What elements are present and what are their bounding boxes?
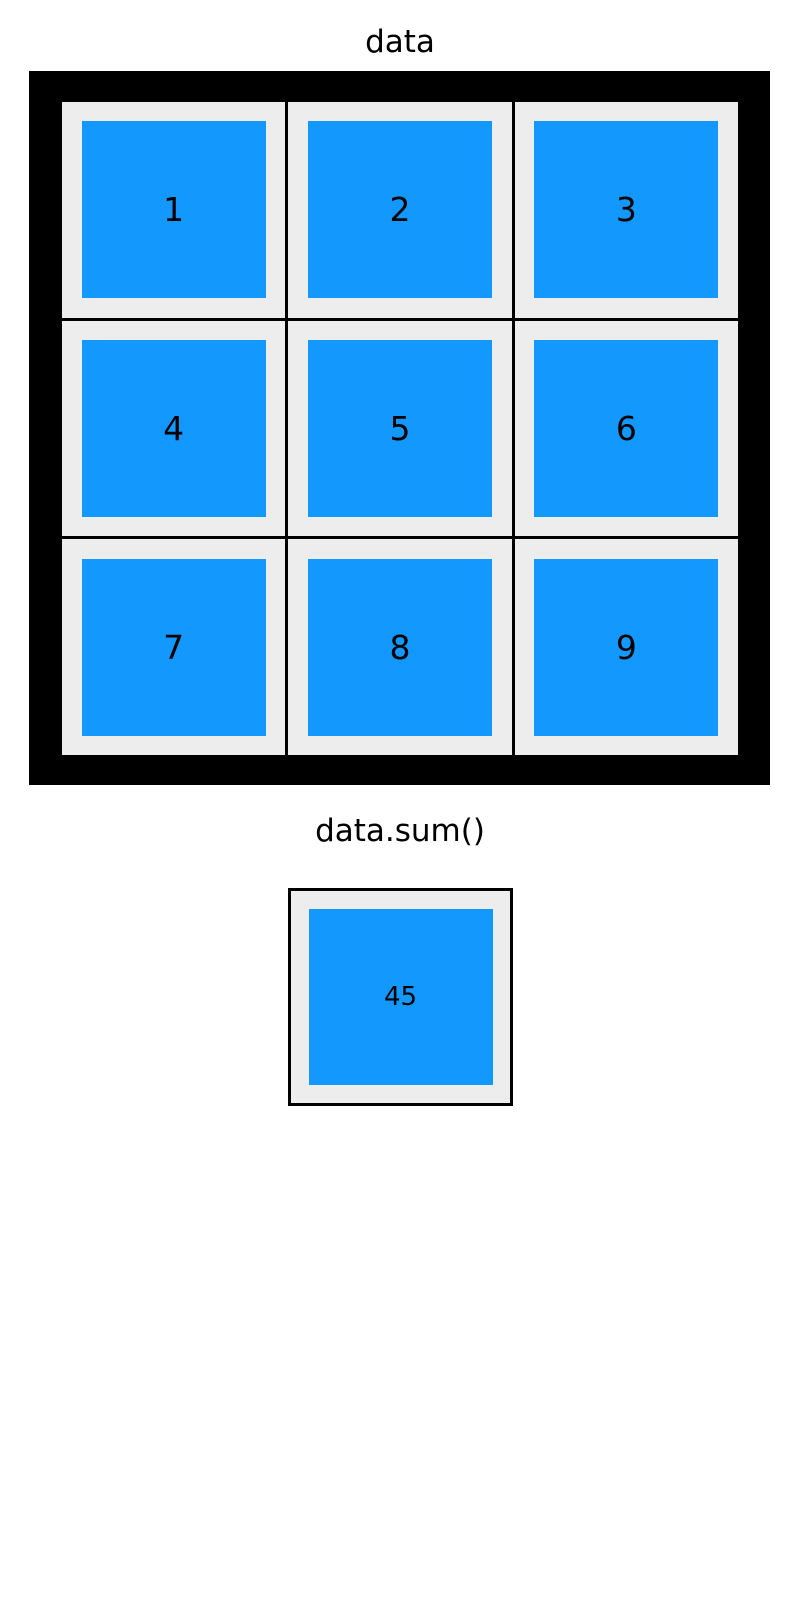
array-element: 7: [81, 558, 266, 736]
array-element: 8: [307, 558, 492, 736]
array-title: data: [365, 24, 435, 60]
array-element: 1: [81, 121, 266, 299]
array-cell: 3: [514, 102, 738, 318]
array-cell: 8: [288, 539, 512, 755]
array-element: 2: [307, 121, 492, 299]
result-box: 45: [288, 888, 513, 1106]
array-element: 5: [307, 339, 492, 517]
array-element: 6: [534, 339, 719, 517]
array-element: 9: [534, 558, 719, 736]
array-grid: 1 2 3 4 5 6 7 8 9: [62, 102, 738, 755]
array-frame: 1 2 3 4 5 6 7 8 9: [29, 71, 770, 785]
array-element: 3: [534, 121, 719, 299]
array-cell: 9: [514, 539, 738, 755]
array-cell: 5: [288, 320, 512, 537]
result-element: 45: [308, 909, 493, 1085]
operation-label: data.sum(): [315, 813, 485, 849]
array-cell: 4: [62, 320, 286, 537]
array-cell: 2: [288, 102, 512, 318]
array-cell: 6: [514, 320, 738, 537]
array-element: 4: [81, 339, 266, 517]
array-cell: 1: [62, 102, 286, 318]
array-cell: 7: [62, 539, 286, 755]
